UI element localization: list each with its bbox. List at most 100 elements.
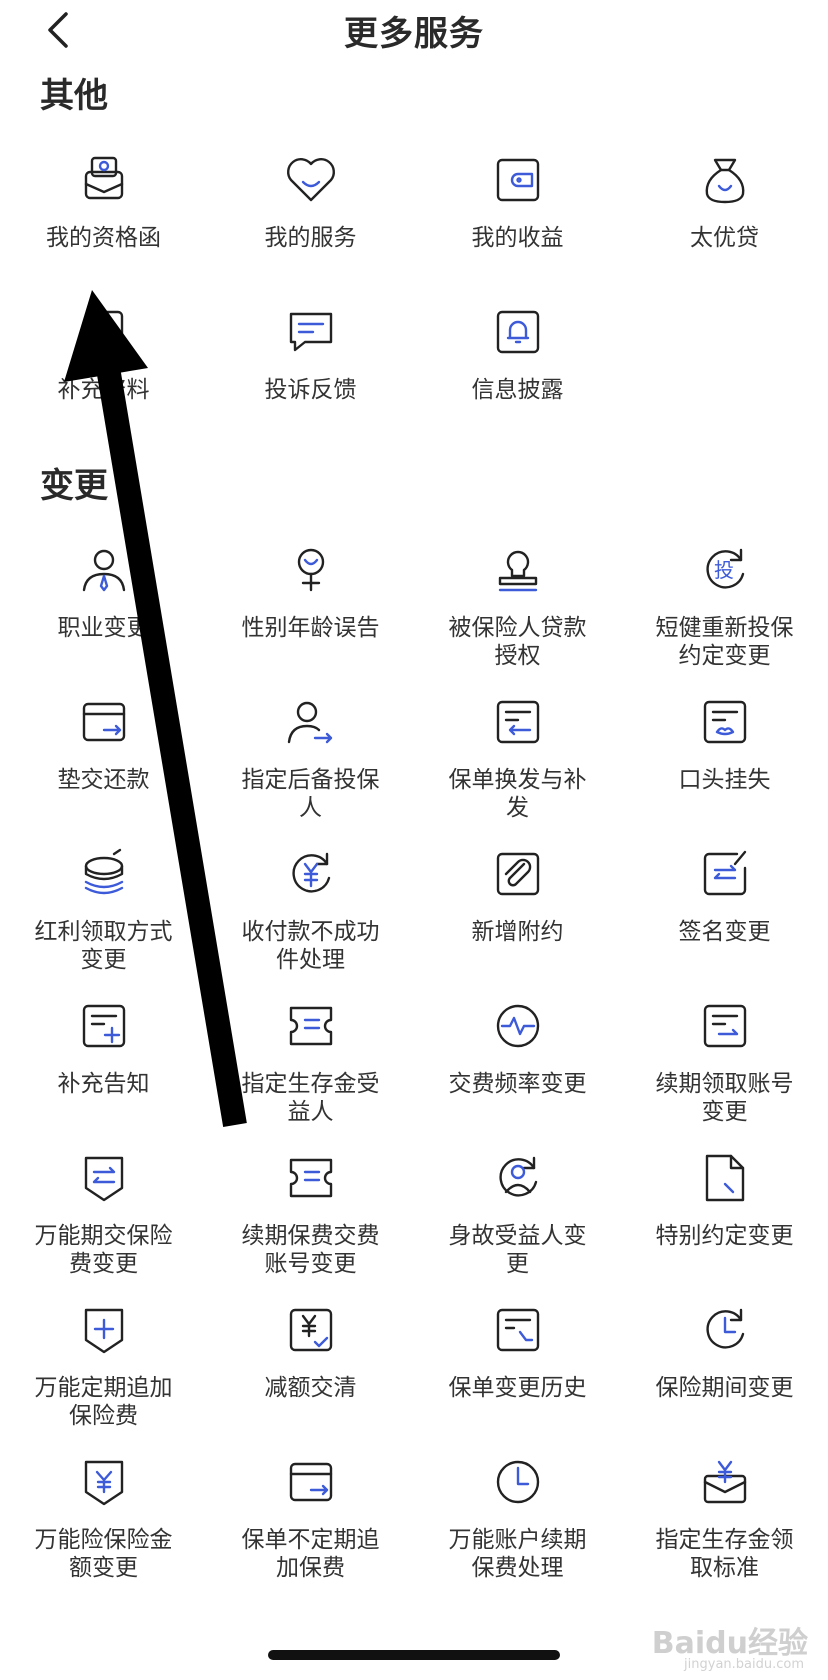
service-item-label: 信息披露 <box>471 377 564 403</box>
service-item-label: 保单不定期追加保费 <box>241 1527 380 1581</box>
gender-icon <box>281 540 341 600</box>
service-item-label: 短健重新投保约定变更 <box>655 615 794 669</box>
service-item-label: 减额交清 <box>264 1375 357 1401</box>
service-item-label: 交费频率变更 <box>448 1071 587 1097</box>
service-item[interactable]: 信息披露 <box>414 302 621 404</box>
service-item-label: 万能定期追加保险费 <box>34 1375 173 1429</box>
service-item[interactable]: 交费频率变更 <box>414 996 621 1098</box>
person-tie-icon <box>74 540 134 600</box>
heart-service-icon <box>281 150 341 210</box>
service-item[interactable]: 身故受益人变更 <box>414 1148 621 1278</box>
service-item-label: 红利领取方式变更 <box>34 919 173 973</box>
watermark: Baidu经验 <box>651 1626 808 1661</box>
file-edit-icon <box>695 1148 755 1208</box>
service-item-label: 保单换发与补发 <box>448 767 587 821</box>
service-item[interactable]: 万能期交保险费变更 <box>0 1148 207 1278</box>
qualification-letter-icon <box>74 150 134 210</box>
chat-feedback-icon <box>281 302 341 362</box>
service-item[interactable]: 我的收益 <box>414 150 621 252</box>
person-refresh-icon <box>488 1148 548 1208</box>
wallet-icon <box>488 150 548 210</box>
service-item[interactable]: 新增附约 <box>414 844 621 946</box>
service-item-label: 补充资料 <box>57 377 150 403</box>
service-item-label: 续期领取账号变更 <box>655 1071 794 1125</box>
service-item[interactable]: 签名变更 <box>621 844 828 946</box>
service-item-label: 我的资格函 <box>46 225 161 251</box>
service-item[interactable]: 红利领取方式变更 <box>0 844 207 974</box>
reinsure-icon: 投 <box>695 540 755 600</box>
service-item[interactable]: 续期领取账号变更 <box>621 996 828 1126</box>
yuan-refresh-icon <box>281 844 341 904</box>
service-item-label: 指定生存金领取标准 <box>655 1527 794 1581</box>
service-item[interactable]: 太优贷 <box>621 150 828 252</box>
person-arrow-icon <box>281 692 341 752</box>
service-item[interactable]: 特别约定变更 <box>621 1148 828 1250</box>
service-item-label: 我的收益 <box>471 225 564 251</box>
policy-history-icon <box>488 1300 548 1360</box>
service-item-label: 我的服务 <box>264 225 357 251</box>
service-item[interactable]: 减额交清 <box>207 1300 414 1402</box>
service-item[interactable]: 万能险保险金额变更 <box>0 1452 207 1582</box>
service-item-label: 指定生存金受益人 <box>241 1071 380 1125</box>
shield-exchange-icon <box>74 1148 134 1208</box>
service-item[interactable]: 指定后备投保人 <box>207 692 414 822</box>
sign-change-icon <box>695 844 755 904</box>
service-item-label: 投诉反馈 <box>264 377 357 403</box>
service-item[interactable]: 职业变更 <box>0 540 207 642</box>
service-item[interactable]: 口头挂失 <box>621 692 828 794</box>
service-item[interactable]: 补充告知 <box>0 996 207 1098</box>
service-item[interactable]: 续期保费交费账号变更 <box>207 1148 414 1278</box>
policy-lips-icon <box>695 692 755 752</box>
service-item[interactable]: 收付款不成功件处理 <box>207 844 414 974</box>
ticket-icon <box>281 1148 341 1208</box>
service-item-label: 补充告知 <box>57 1071 150 1097</box>
clock-icon <box>488 1452 548 1512</box>
money-bag-icon <box>695 150 755 210</box>
section-title-change: 变更 <box>40 466 108 506</box>
document-add-icon <box>74 302 134 362</box>
service-item-label: 续期保费交费账号变更 <box>241 1223 380 1277</box>
service-item-label: 保险期间变更 <box>655 1375 794 1401</box>
service-item-label: 保单变更历史 <box>448 1375 587 1401</box>
pulse-icon <box>488 996 548 1056</box>
service-item-label: 垫交还款 <box>57 767 150 793</box>
notice-add-icon <box>74 996 134 1056</box>
coin-stack-icon <box>74 844 134 904</box>
home-indicator[interactable] <box>268 1650 560 1660</box>
service-item-label: 指定后备投保人 <box>241 767 380 821</box>
service-item[interactable]: 保险期间变更 <box>621 1300 828 1402</box>
service-item[interactable]: 垫交还款 <box>0 692 207 794</box>
yuan-check-icon <box>281 1300 341 1360</box>
page-title: 更多服务 <box>344 14 484 54</box>
service-item-label: 收付款不成功件处理 <box>241 919 380 973</box>
envelope-yuan-icon <box>695 1452 755 1512</box>
bell-icon <box>488 302 548 362</box>
service-item[interactable]: 万能定期追加保险费 <box>0 1300 207 1430</box>
service-item[interactable]: 保单换发与补发 <box>414 692 621 822</box>
service-item[interactable]: 万能账户续期保费处理 <box>414 1452 621 1582</box>
section-title-other: 其他 <box>40 76 108 116</box>
watermark-url: jingyan.baidu.com <box>684 1657 804 1672</box>
service-item[interactable]: 保单变更历史 <box>414 1300 621 1402</box>
back-arrow-icon[interactable] <box>38 8 82 52</box>
service-item[interactable]: 投短健重新投保约定变更 <box>621 540 828 670</box>
service-item[interactable]: 我的资格函 <box>0 150 207 252</box>
clock-refresh-icon <box>695 1300 755 1360</box>
service-item-label: 职业变更 <box>57 615 150 641</box>
policy-exchange-icon <box>488 692 548 752</box>
stamp-icon <box>488 540 548 600</box>
service-item[interactable]: 我的服务 <box>207 150 414 252</box>
service-item[interactable]: 保单不定期追加保费 <box>207 1452 414 1582</box>
service-item[interactable]: 性别年龄误告 <box>207 540 414 642</box>
service-item[interactable]: 补充资料 <box>0 302 207 404</box>
card-arrow-icon <box>281 1452 341 1512</box>
service-item-label: 被保险人贷款授权 <box>448 615 587 669</box>
service-item[interactable]: 指定生存金受益人 <box>207 996 414 1126</box>
service-item-label: 新增附约 <box>471 919 564 945</box>
service-item[interactable]: 指定生存金领取标准 <box>621 1452 828 1582</box>
service-item[interactable]: 被保险人贷款授权 <box>414 540 621 670</box>
service-item-label: 太优贷 <box>690 225 759 251</box>
shield-yuan-icon <box>74 1452 134 1512</box>
paperclip-icon <box>488 844 548 904</box>
service-item[interactable]: 投诉反馈 <box>207 302 414 404</box>
